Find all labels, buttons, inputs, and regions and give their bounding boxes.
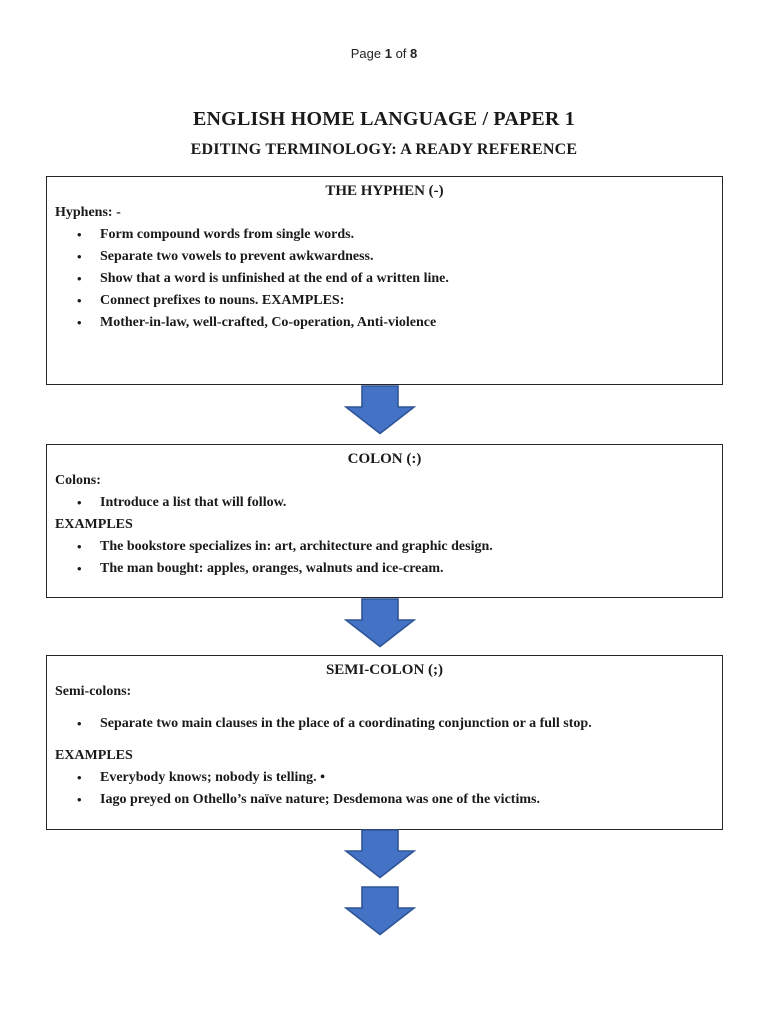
down-arrow-shape: [343, 886, 417, 936]
document-title: ENGLISH HOME LANGUAGE / PAPER 1: [193, 108, 575, 130]
down-arrow-shape: [343, 385, 417, 435]
section-semicolon-box: SEMI-COLON (;) Semi-colons: • Separate t…: [46, 655, 723, 830]
bullet-item: • Mother-in-law, well-crafted, Co-operat…: [55, 312, 714, 334]
page-current: 1: [384, 46, 392, 61]
bullet-text: Everybody knows; nobody is telling. •: [100, 770, 326, 785]
bullet-dot: •: [77, 770, 82, 785]
bullet-text: The bookstore specializes in: art, archi…: [100, 539, 493, 554]
bullet-text: Form compound words from single words.: [100, 227, 355, 242]
bullet-item: • Separate two vowels to prevent awkward…: [55, 246, 714, 268]
bullet-dot: •: [77, 249, 82, 264]
examples-label: EXAMPLES: [55, 517, 133, 532]
down-arrow-icon: [343, 385, 417, 435]
bullet-text: Mother-in-law, well-crafted, Co-operatio…: [100, 315, 437, 330]
section-intro: Semi-colons:: [55, 684, 132, 699]
down-arrow-shape: [343, 598, 417, 648]
bullet-dot: •: [77, 716, 82, 731]
page-number-indicator: Page 1 of 8: [0, 46, 768, 61]
bullet-item: • Everybody knows; nobody is telling. •: [55, 767, 714, 789]
bullet-text: Iago preyed on Othello’s naïve nature; D…: [100, 792, 540, 807]
section-hyphen-box: THE HYPHEN (-) Hyphens: - • Form compoun…: [46, 176, 723, 385]
down-arrow-icon: [343, 598, 417, 648]
section-title: COLON (:): [347, 451, 422, 467]
bullet-dot: •: [77, 539, 82, 554]
page-of-label: of: [395, 46, 407, 61]
bullet-item: • Introduce a list that will follow.: [55, 492, 714, 514]
bullet-dot: •: [77, 271, 82, 286]
bullet-text: Introduce a list that will follow.: [100, 495, 287, 510]
bullet-item: • Iago preyed on Othello’s naïve nature;…: [55, 789, 714, 811]
bullet-dot: •: [77, 495, 82, 510]
bullet-item: • The bookstore specializes in: art, arc…: [55, 536, 714, 558]
page-label: Page: [350, 46, 382, 61]
bullet-dot: •: [77, 227, 82, 242]
bullet-item: • Show that a word is unfinished at the …: [55, 268, 714, 290]
section-title: SEMI-COLON (;): [325, 662, 444, 678]
section-intro: Colons:: [55, 473, 101, 488]
bullet-text: Separate two vowels to prevent awkwardne…: [100, 249, 374, 264]
bullet-item: • Separate two main clauses in the place…: [55, 713, 714, 735]
bullet-item: • The man bought: apples, oranges, walnu…: [55, 558, 714, 580]
bullet-item: • Connect prefixes to nouns. EXAMPLES:: [55, 290, 714, 312]
bullet-text: Separate two main clauses in the place o…: [100, 716, 592, 731]
document-subtitle: EDITING TERMINOLOGY: A READY REFERENCE: [190, 141, 578, 158]
section-title: THE HYPHEN (-): [325, 183, 444, 199]
bullet-dot: •: [77, 293, 82, 308]
bullet-dot: •: [77, 315, 82, 330]
examples-label: EXAMPLES: [55, 748, 133, 763]
bullet-text: Connect prefixes to nouns. EXAMPLES:: [100, 293, 345, 308]
bullet-text: Show that a word is unfinished at the en…: [100, 271, 449, 286]
down-arrow-icon: [343, 886, 417, 936]
down-arrow-icon: [343, 829, 417, 879]
page-total: 8: [410, 46, 418, 61]
section-colon-box: COLON (:) Colons: • Introduce a list tha…: [46, 444, 723, 598]
bullet-text: The man bought: apples, oranges, walnuts…: [100, 561, 444, 576]
down-arrow-shape: [343, 829, 417, 879]
bullet-item: • Form compound words from single words.: [55, 224, 714, 246]
bullet-dot: •: [77, 792, 82, 807]
bullet-dot: •: [77, 561, 82, 576]
section-intro: Hyphens: -: [55, 205, 121, 220]
